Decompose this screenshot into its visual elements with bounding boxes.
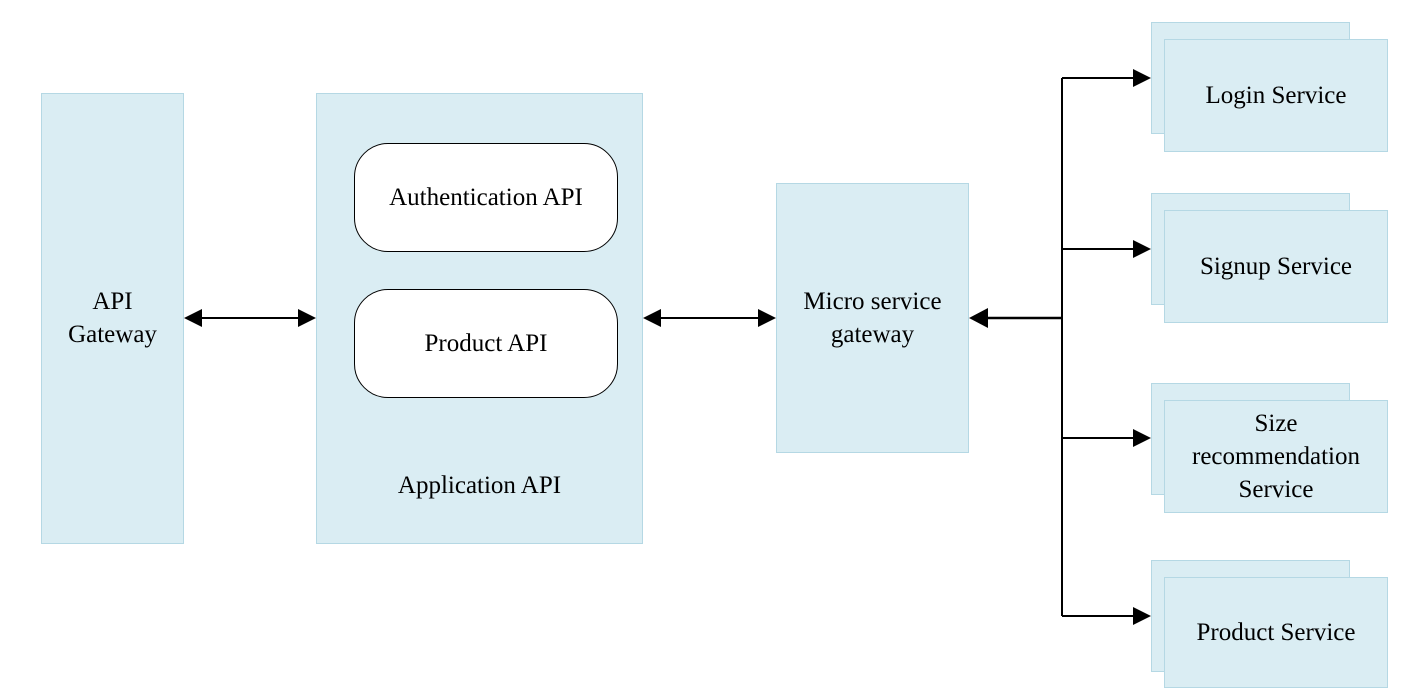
- arrowhead-size: [1133, 429, 1151, 447]
- size-recommendation-service-label-line-1: Size: [1254, 410, 1298, 437]
- api-gateway-label-line-2: Gateway: [68, 321, 157, 348]
- size-recommendation-service-box: Size recommendation Service: [1164, 400, 1388, 513]
- authentication-api-label: Authentication API: [389, 183, 583, 211]
- api-gateway-label-line-1: API: [92, 288, 133, 315]
- authentication-api-pill: Authentication API: [354, 143, 618, 252]
- size-recommendation-service-label-line-2: recommendation: [1192, 443, 1360, 470]
- product-service-box: Product Service: [1164, 577, 1388, 688]
- arrowhead-micro-left-in: [758, 309, 776, 327]
- micro-service-gateway-label: Micro service gateway: [776, 285, 969, 351]
- arrowhead-signup: [1133, 240, 1151, 258]
- arrowhead-micro-right-in: [969, 308, 988, 328]
- micro-service-gateway-label-line-1: Micro service: [803, 288, 942, 315]
- arrowhead-app-right-out: [643, 309, 661, 327]
- application-api-title: Application API: [397, 472, 562, 499]
- api-gateway-label: API Gateway: [41, 285, 184, 351]
- login-service-label: Login Service: [1206, 79, 1347, 112]
- signup-service-label-line-1: Signup Service: [1199, 253, 1353, 280]
- api-gateway-box: [41, 93, 184, 544]
- product-api-pill: Product API: [354, 289, 618, 398]
- arrowhead-login: [1133, 69, 1151, 87]
- arrowhead-gateway-left: [184, 309, 202, 327]
- size-recommendation-service-label: Size recommendation Service: [1192, 407, 1360, 506]
- arrowhead-product: [1133, 607, 1151, 625]
- micro-service-gateway-box: [776, 183, 969, 453]
- arrowhead-app-left-in: [298, 309, 316, 327]
- signup-service-label: Signup Service: [1200, 250, 1352, 283]
- signup-service-box: Signup Service: [1164, 210, 1388, 323]
- product-api-label: Product API: [424, 329, 548, 357]
- product-service-label-line-1: Product Service: [1196, 619, 1356, 646]
- login-service-box: Login Service: [1164, 39, 1388, 152]
- product-service-label: Product Service: [1197, 616, 1356, 649]
- micro-service-gateway-label-line-2: gateway: [830, 321, 915, 348]
- login-service-label-line-1: Login Service: [1205, 82, 1347, 109]
- size-recommendation-service-label-line-3: Service: [1238, 476, 1314, 503]
